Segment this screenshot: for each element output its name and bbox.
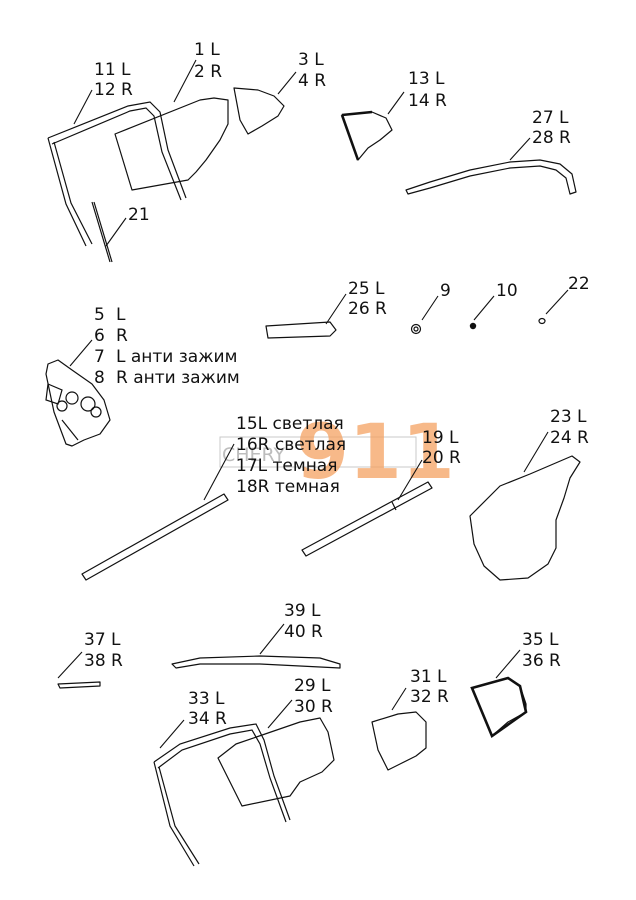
callout-19-20: 19 L 20 R — [422, 428, 461, 468]
callout-label: 9 — [440, 281, 451, 301]
callout-label: 16R светлая — [236, 435, 346, 455]
callout-35-36: 35 L 36 R — [522, 630, 561, 671]
callout-label: 36 R — [522, 651, 561, 671]
callout-label: 33 L — [188, 689, 225, 709]
callout-label: 2 R — [194, 62, 222, 82]
callout-label: 4 R — [298, 71, 326, 91]
callout-label: 7 — [94, 347, 105, 367]
callout-label: 22 — [568, 274, 590, 294]
callout-label: L — [116, 305, 126, 325]
callout-label: 28 R — [532, 128, 571, 148]
callout-label: 20 R — [422, 448, 461, 468]
callout-5-8: 5 L 6 R 7 L анти зажим 8 R анти зажим — [94, 305, 240, 388]
callout-label: 11 L — [94, 60, 131, 80]
clip-part-10 — [469, 322, 477, 330]
callout-label: 12 R — [94, 80, 133, 100]
callout-label: 27 L — [532, 108, 569, 128]
part-21-strip — [91, 201, 113, 263]
callout-1-2: 1 L 2 R — [194, 40, 222, 82]
roof-molding-part — [405, 159, 577, 195]
callout-label: 10 — [496, 281, 518, 301]
callout-9: 9 — [440, 281, 451, 301]
callout-27-28: 27 L 28 R — [532, 108, 571, 148]
callout-22: 22 — [568, 274, 590, 294]
callout-label: 18R темная — [236, 477, 340, 497]
front-vent-glass-part — [233, 87, 285, 135]
callout-label: 19 L — [422, 428, 459, 448]
callout-11-12: 11 L 12 R — [94, 60, 133, 100]
callout-13-14: 13 L 14 R — [408, 69, 447, 111]
beltline-strip-part-19 — [301, 481, 433, 557]
callout-label: R — [116, 326, 128, 346]
callout-label: 32 R — [410, 687, 449, 707]
rear-quarter-glass-part-35 — [470, 676, 528, 738]
callout-label: 26 R — [348, 299, 387, 319]
callout-29-30: 29 L 30 R — [294, 676, 333, 717]
callout-label: 5 — [94, 305, 105, 325]
rear-vent-glass-part-31 — [371, 711, 427, 771]
callout-label: 17L темная — [236, 456, 337, 476]
callout-label: L анти зажим — [116, 347, 237, 367]
callout-label: 40 R — [284, 622, 323, 642]
callout-label: 14 R — [408, 91, 447, 111]
front-door-glass-part — [114, 97, 229, 191]
callout-3-4: 3 L 4 R — [298, 50, 326, 91]
callout-label: R анти зажим — [116, 368, 240, 388]
callout-label: 21 — [128, 205, 150, 225]
clip-part-9 — [410, 323, 422, 335]
leader-lines — [57, 59, 569, 749]
callout-label: 25 L — [348, 279, 385, 299]
rear-door-glass-part-29 — [217, 717, 335, 807]
callout-label: 6 — [94, 326, 105, 346]
callout-label: 31 L — [410, 667, 447, 687]
callout-10: 10 — [496, 281, 518, 301]
callout-label: 13 L — [408, 69, 445, 89]
callout-label: 34 R — [188, 709, 227, 729]
callout-label: 29 L — [294, 676, 331, 696]
rear-door-run-channel-part-33 — [153, 723, 291, 867]
rear-door-trim-part-23 — [469, 455, 581, 581]
front-door-run-channel-part — [47, 101, 187, 247]
callout-label: 30 R — [294, 697, 333, 717]
callout-label: 23 L — [550, 407, 587, 427]
small-molding-part-37 — [57, 681, 101, 689]
callout-label: 15L светлая — [236, 414, 344, 434]
callout-37-38: 37 L 38 R — [84, 630, 123, 671]
watermark: CHERY 911 — [219, 407, 455, 496]
regulator-part — [45, 359, 111, 447]
front-quarter-glass-part — [340, 110, 393, 161]
callout-39-40: 39 L 40 R — [284, 601, 323, 642]
callout-label: 38 R — [84, 651, 123, 671]
rear-roof-molding-part-39 — [171, 655, 341, 669]
watermark-small-text: CHERY — [222, 444, 286, 466]
watermark-frame — [219, 436, 417, 468]
callout-label: 3 L — [298, 50, 324, 70]
callout-21: 21 — [128, 205, 150, 225]
callout-label: 24 R — [550, 428, 589, 448]
callout-15-18: 15L светлая 16R светлая 17L темная 18R т… — [236, 414, 346, 497]
beltline-molding-part-25 — [265, 321, 337, 339]
callout-label: 39 L — [284, 601, 321, 621]
callout-33-34: 33 L 34 R — [188, 689, 227, 729]
callout-31-32: 31 L 32 R — [410, 667, 449, 707]
callout-label: 35 L — [522, 630, 559, 650]
watermark-big-text: 911 — [296, 407, 455, 496]
callout-label: 1 L — [194, 40, 220, 60]
callout-label: 37 L — [84, 630, 121, 650]
callout-23-24: 23 L 24 R — [550, 407, 589, 448]
callout-25-26: 25 L 26 R — [348, 279, 387, 319]
clip-part-22 — [538, 317, 546, 325]
beltline-strip-part-15 — [81, 493, 229, 581]
callout-label: 8 — [94, 368, 105, 388]
